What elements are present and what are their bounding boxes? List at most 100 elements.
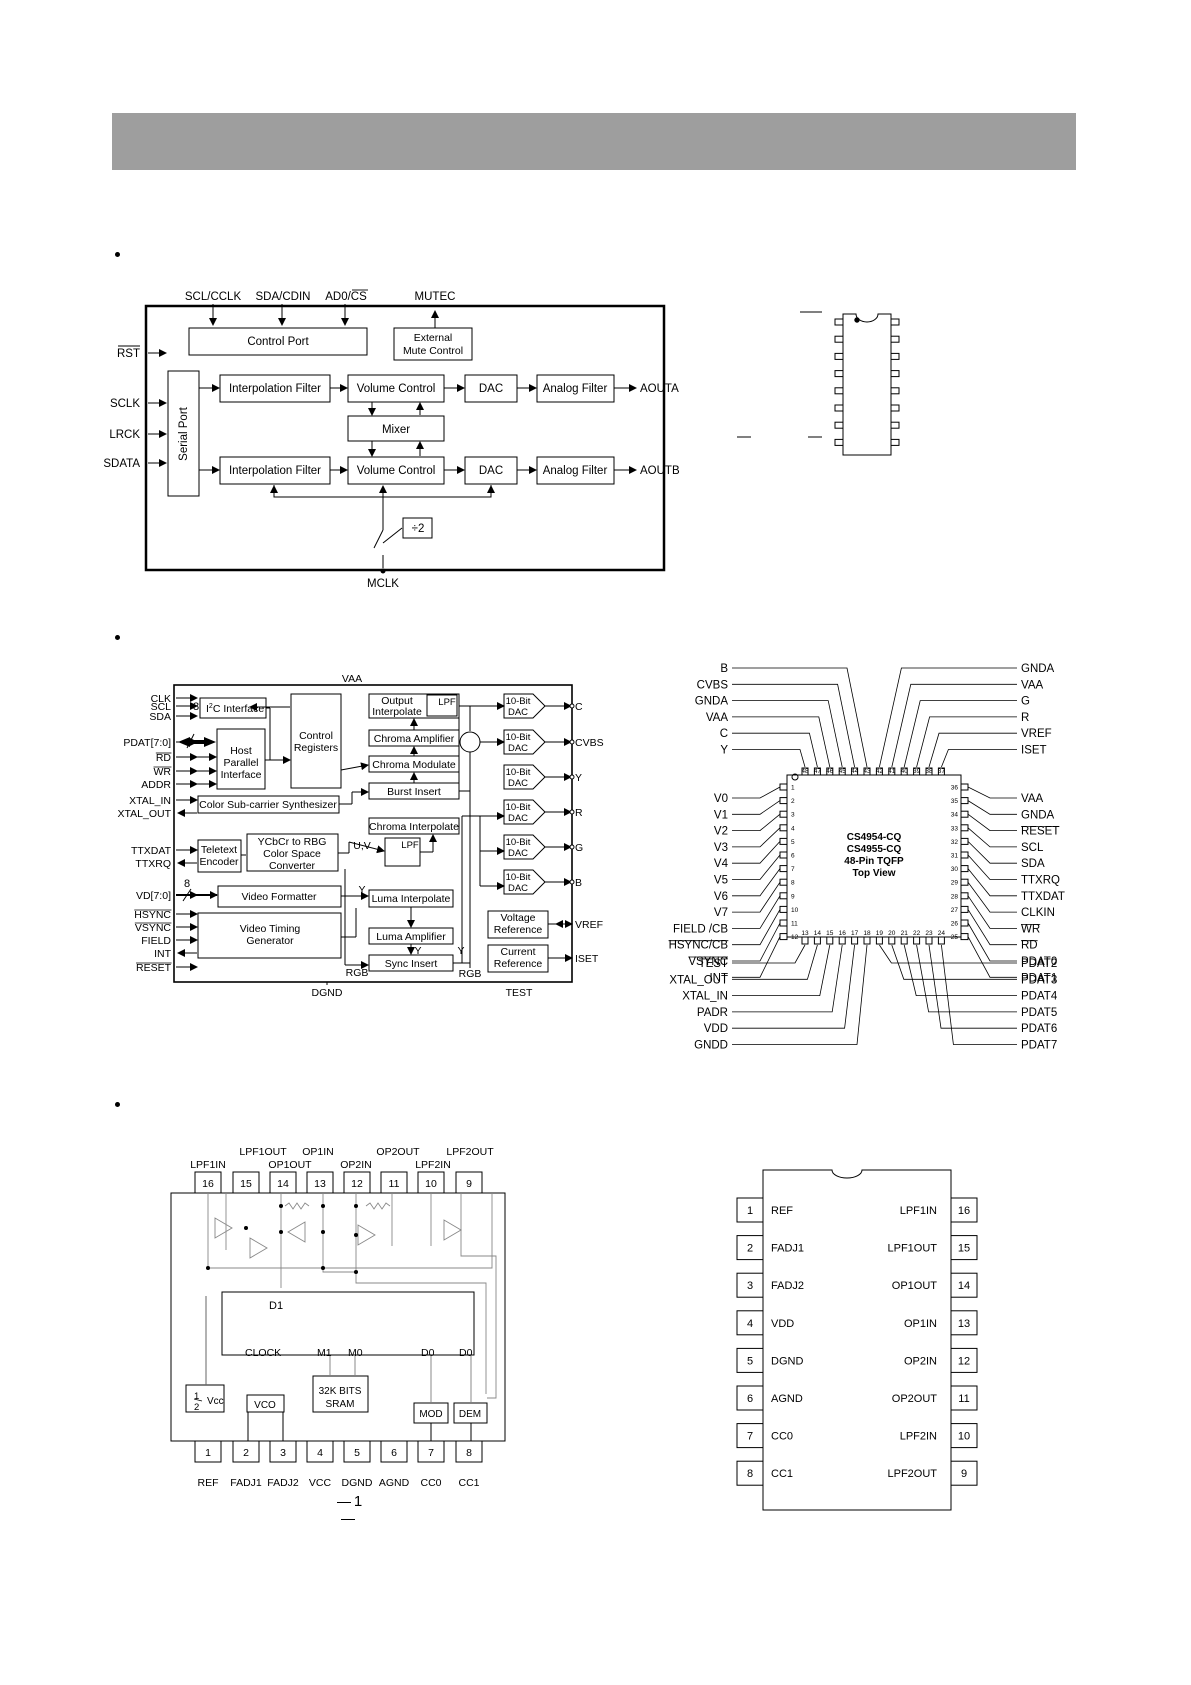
lpf-mid-label: LPF bbox=[401, 840, 419, 851]
encoder-outline bbox=[173, 684, 573, 983]
tqfp-left-label: FIELD /CB bbox=[673, 923, 728, 935]
video-fmt-label: Video Formatter bbox=[241, 891, 317, 903]
tqfp-pin-top bbox=[801, 767, 809, 776]
modem-bottom-num: 2 bbox=[243, 1447, 249, 1459]
tqfp-pin-bottom bbox=[888, 936, 896, 945]
tqfp-pin-top bbox=[826, 767, 834, 776]
tqfp-left-label: HSYNC/CB bbox=[669, 940, 729, 952]
enc-pin-xtal-in: XTAL_IN bbox=[129, 795, 171, 807]
i2c-label: I2C Interface bbox=[206, 703, 264, 715]
interp-b-label: Interpolation Filter bbox=[229, 465, 321, 477]
dac-overbars bbox=[118, 289, 368, 347]
control-port-label: Control Port bbox=[247, 336, 309, 348]
tqfp-left-label: V6 bbox=[714, 891, 728, 903]
mixer-label: Mixer bbox=[382, 424, 410, 436]
enc-pin-vsync: VSYNC bbox=[135, 922, 172, 934]
dac-label-bottom-1: DAC bbox=[508, 743, 528, 754]
soic-pin bbox=[890, 438, 900, 446]
dip-right-pin bbox=[950, 1272, 978, 1298]
control-label-2: Registers bbox=[294, 742, 338, 754]
tqfp-pin-bottom bbox=[875, 936, 883, 945]
tqfp-pin-top bbox=[838, 767, 846, 776]
soic-package bbox=[737, 311, 900, 456]
luma-amp-label: Luma Amplifier bbox=[376, 931, 446, 943]
tqfp-num-top: 42 bbox=[876, 768, 884, 775]
pin-lrck: LRCK bbox=[109, 429, 140, 441]
dip-right-num: 15 bbox=[958, 1243, 970, 1255]
modem-bottom-label: AGND bbox=[379, 1477, 410, 1489]
tqfp-num-right: 33 bbox=[951, 825, 959, 832]
tqfp-pin-left bbox=[779, 933, 788, 941]
dip-left-num: 6 bbox=[747, 1393, 753, 1405]
pin-iset: ISET bbox=[575, 953, 599, 965]
modem-text: D1 CLOCK M1 M0 D0 D0 1 2 Vcc VCO 32K BIT… bbox=[190, 1146, 494, 1489]
tqfp-right-label: RESET bbox=[1021, 826, 1059, 838]
dip-left-num: 3 bbox=[747, 1280, 753, 1292]
rgb-label-1: RGB bbox=[346, 967, 369, 979]
tqfp-pin-top bbox=[913, 767, 921, 776]
tqfp-top-left-label: Y bbox=[720, 745, 728, 757]
dac-label-top-2: 10-Bit bbox=[506, 767, 531, 778]
tqfp-pin-right bbox=[960, 905, 969, 913]
tqfp-bottom-left-label: XTAL_IN bbox=[682, 991, 728, 1003]
tqfp-num-right: 35 bbox=[951, 798, 959, 805]
chroma-interp-box bbox=[368, 817, 460, 835]
burst-label: Burst Insert bbox=[387, 786, 441, 798]
vtg-label-1: Video Timing bbox=[240, 923, 301, 935]
tqfp-pin-bottom bbox=[863, 936, 871, 945]
modem-top-label-upper: OP2OUT bbox=[376, 1146, 420, 1158]
tqfp-num-left: 9 bbox=[791, 893, 795, 900]
tqfp-num-bottom: 15 bbox=[826, 930, 834, 937]
m1-label: M1 bbox=[317, 1347, 332, 1359]
y-label-1: Y bbox=[358, 884, 365, 896]
modem-top-label-upper: LPF1OUT bbox=[239, 1146, 287, 1158]
dip-right-num: 12 bbox=[958, 1355, 970, 1367]
tqfp-num-bottom: 18 bbox=[863, 930, 871, 937]
tqfp-pin-top bbox=[813, 767, 821, 776]
modem-top-num: 12 bbox=[351, 1178, 363, 1190]
tqfp-left-label: V1 bbox=[714, 809, 728, 821]
modem-bottom-pin bbox=[194, 1440, 222, 1463]
tqfp-left-label: V0 bbox=[714, 793, 728, 805]
dac-b-label: DAC bbox=[479, 465, 503, 477]
soic-pin bbox=[890, 352, 900, 360]
dac-triangle-0 bbox=[503, 693, 546, 719]
modem-top-num: 15 bbox=[240, 1178, 252, 1190]
tqfp-pin-left bbox=[779, 797, 788, 805]
tqfp-pin-top bbox=[851, 767, 859, 776]
dip-left-num: 7 bbox=[747, 1431, 753, 1443]
soic-body bbox=[842, 313, 892, 456]
dip-right-name: LPF2IN bbox=[900, 1431, 937, 1443]
control-label-1: Control bbox=[299, 730, 333, 742]
soic-pin bbox=[890, 370, 900, 378]
dac-block-diagram bbox=[144, 304, 666, 574]
dip-right-num: 10 bbox=[958, 1431, 970, 1443]
modem-bottom-num: 8 bbox=[466, 1447, 472, 1459]
bullet-modem bbox=[115, 1102, 120, 1107]
tqfp-num-right: 25 bbox=[951, 934, 959, 941]
tqfp-top-left-label: VAA bbox=[706, 712, 728, 724]
modem-bottom-num: 1 bbox=[205, 1447, 211, 1459]
tqfp-pin-right bbox=[960, 783, 969, 791]
tqfp-pin-bottom bbox=[925, 936, 933, 945]
modem-top-num: 16 bbox=[202, 1178, 214, 1190]
tqfp-left-label: V7 bbox=[714, 907, 728, 919]
modem-top-num: 10 bbox=[425, 1178, 437, 1190]
tqfp-right-label: PDAT0 bbox=[1021, 956, 1057, 968]
analog-b-label: Analog Filter bbox=[543, 465, 608, 477]
dip-right-name: LPF2OUT bbox=[887, 1468, 937, 1480]
tqfp-left-label: VSYNC bbox=[688, 956, 728, 968]
tqfp-pin-top bbox=[888, 767, 896, 776]
tqfp-num-left: 6 bbox=[791, 853, 795, 860]
tqfp-pin-top bbox=[900, 767, 908, 776]
dip-right-pin bbox=[950, 1423, 978, 1449]
dip-left-pin bbox=[736, 1347, 764, 1373]
tqfp-num-bottom: 13 bbox=[801, 930, 809, 937]
vcc-half-den: 2 bbox=[194, 1402, 199, 1413]
dip-left-pin bbox=[736, 1385, 764, 1411]
tqfp-top-right-label: ISET bbox=[1021, 745, 1047, 757]
pin-mutec: MUTEC bbox=[415, 291, 456, 303]
modem-bottom-num: 5 bbox=[354, 1447, 360, 1459]
tqfp-pin-top bbox=[937, 767, 945, 776]
